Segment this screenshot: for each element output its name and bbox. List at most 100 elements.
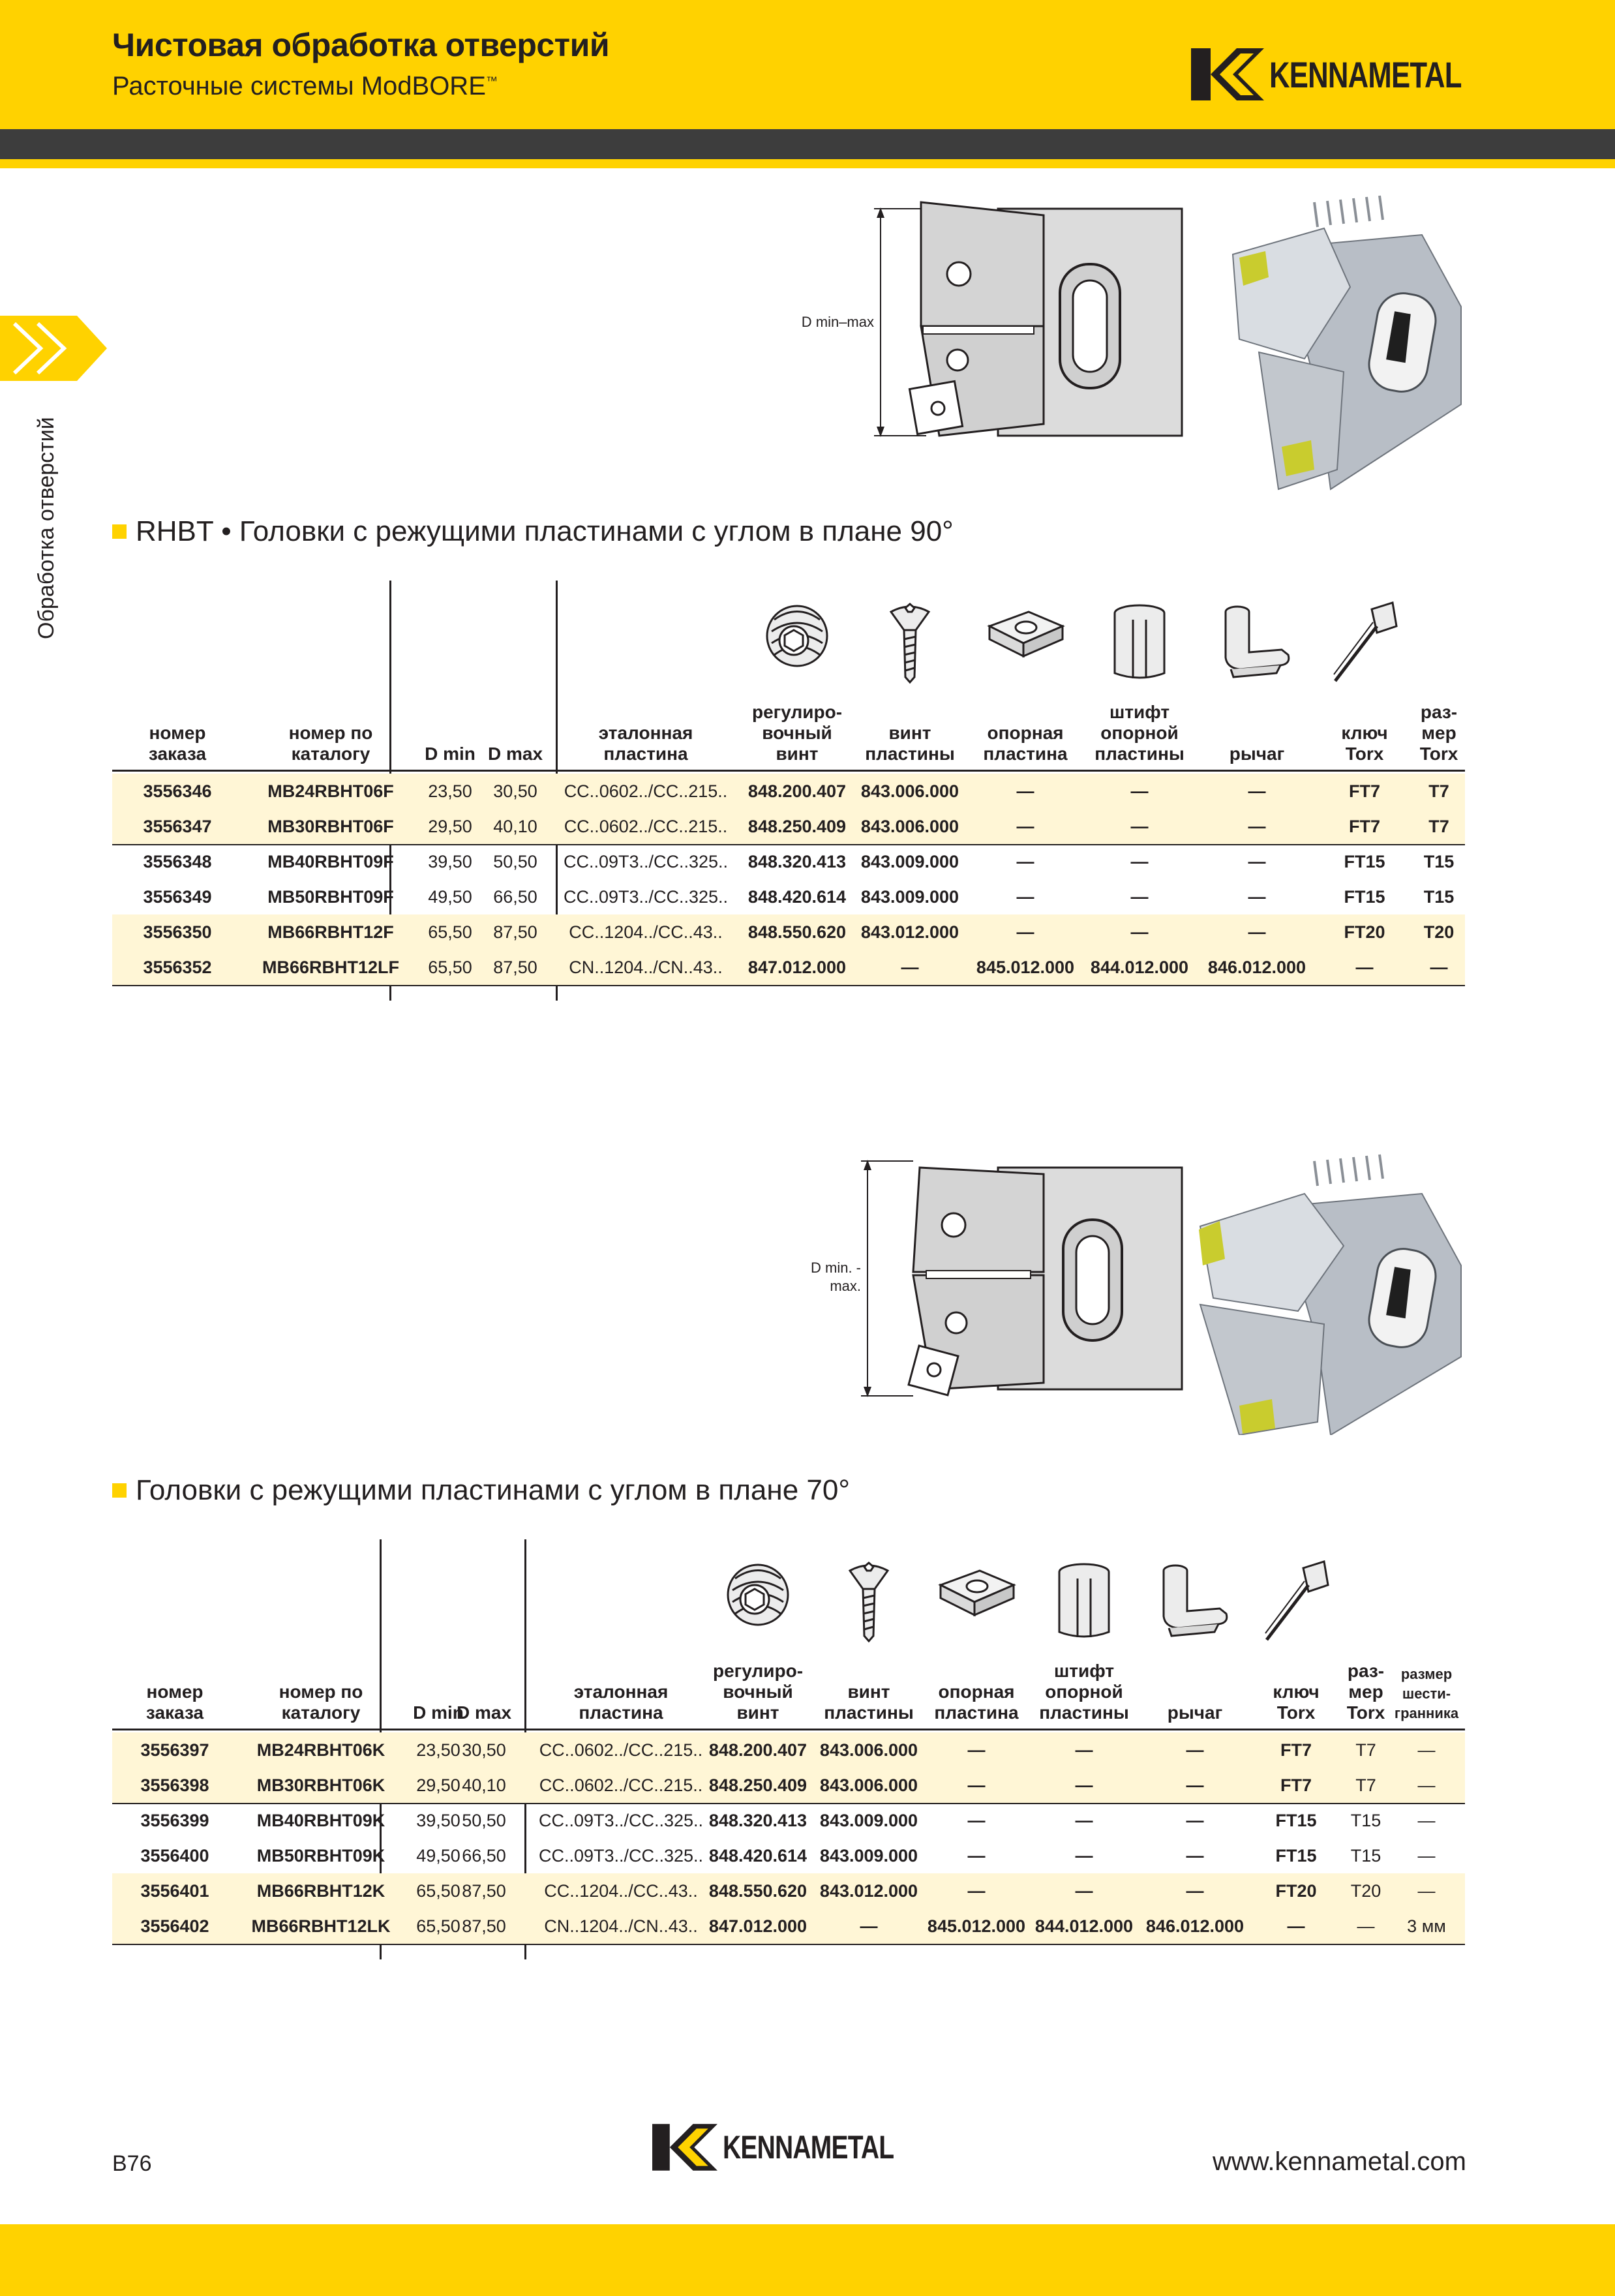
table-cell: — — [1130, 887, 1149, 907]
table-cell: — — [1016, 781, 1034, 801]
figure-70deg: D min. - max. — [783, 1148, 1474, 1435]
table-cell: 3556402 — [140, 1916, 209, 1936]
table-cell: 50,50 — [462, 1811, 506, 1830]
table-cell: — — [967, 1811, 986, 1830]
table-cell: — — [1417, 1811, 1436, 1830]
table-cell: — — [1186, 1740, 1204, 1760]
table-cell: 66,50 — [462, 1846, 506, 1865]
table-cell: FT15 — [1275, 1811, 1317, 1830]
table-cell: CC..0602../CC..215.. — [539, 1775, 703, 1795]
kennametal-k-icon — [1191, 48, 1264, 100]
row-highlight — [112, 950, 1465, 985]
table-cell: — — [1287, 1916, 1305, 1936]
table-cell: FT7 — [1280, 1775, 1312, 1795]
table-cell: — — [1248, 817, 1266, 836]
table-cell: MB24RBHT06K — [256, 1740, 385, 1760]
table-cell: 843.006.000 — [860, 817, 959, 836]
shim-pin-icon — [1051, 1559, 1117, 1647]
table-cell: 845.012.000 — [976, 958, 1075, 977]
torx-key-icon — [1260, 1559, 1332, 1647]
table-cell: — — [1075, 1811, 1093, 1830]
table-cell: 66,50 — [493, 887, 537, 907]
table-cell: — — [1417, 1846, 1436, 1865]
table-cell: 848.200.407 — [708, 1740, 808, 1760]
section-title: Головки с режущими пластинами с углом в … — [136, 1474, 850, 1506]
table-cell: CC..0602../CC..215.. — [564, 781, 728, 801]
table-cell: — — [1186, 1881, 1204, 1901]
table-cell: T20 — [1350, 1881, 1381, 1901]
set-screw-icon — [761, 600, 833, 675]
table-cell: 87,50 — [493, 958, 537, 977]
kennametal-k-icon — [652, 2124, 717, 2171]
table-cell: MB30RBHT06F — [267, 817, 394, 836]
table-cell: FT7 — [1280, 1740, 1312, 1760]
shim-icon — [983, 600, 1068, 669]
table-cell: T7 — [1428, 817, 1449, 836]
table-cell: — — [1186, 1811, 1204, 1830]
table-cell: 843.009.000 — [819, 1846, 918, 1865]
set-screw-icon — [722, 1559, 794, 1634]
table-cell: 3556350 — [143, 922, 212, 942]
dim-label: D min. - max. — [811, 1260, 861, 1294]
table-cell: 846.012.000 — [1207, 958, 1306, 977]
table-cell: — — [1186, 1846, 1204, 1865]
table-cell: T7 — [1355, 1775, 1376, 1795]
table-cell: MB50RBHT09K — [256, 1846, 385, 1865]
table-cell: 87,50 — [462, 1916, 506, 1936]
column-header-lever: рычаг — [1229, 744, 1285, 764]
table-cell: — — [860, 1916, 878, 1936]
table-cell: T15 — [1423, 887, 1455, 907]
table-cell: T15 — [1350, 1846, 1381, 1865]
table-cell: 845.012.000 — [927, 1916, 1026, 1936]
table-cell: 3556349 — [143, 887, 212, 907]
table-cell: 847.012.000 — [747, 958, 847, 977]
header-yellow-stripe — [0, 159, 1615, 168]
table-cell: 848.420.614 — [747, 887, 847, 907]
table-cell: — — [1186, 1775, 1204, 1795]
table-cell: 3556346 — [143, 781, 212, 801]
table-cell: 846.012.000 — [1145, 1916, 1245, 1936]
table-cell: 3556400 — [140, 1846, 209, 1865]
website-link[interactable]: www.kennametal.com — [1212, 2147, 1466, 2176]
table-cell: 3556397 — [140, 1740, 209, 1760]
table-cell: 848.320.413 — [747, 852, 847, 871]
table-cell: 3556348 — [143, 852, 212, 871]
column-header-dmax: D max — [456, 1702, 512, 1723]
table-cell: FT20 — [1275, 1881, 1317, 1901]
table-cell: 65,50 — [416, 1881, 460, 1901]
table-cell: MB66RBHT12LF — [262, 958, 400, 977]
table-cell: 3556398 — [140, 1775, 209, 1795]
table-cell: CC..09T3../CC..325.. — [538, 1811, 704, 1830]
table-cell: FT7 — [1348, 781, 1381, 801]
table-cell: 65,50 — [416, 1916, 460, 1936]
table-cell: 29,50 — [428, 817, 472, 836]
table-cell: — — [1075, 1775, 1093, 1795]
table-cell: T7 — [1355, 1740, 1376, 1760]
table-cell: 3556399 — [140, 1811, 209, 1830]
shim-pin-icon — [1107, 600, 1172, 688]
table-cell: — — [1417, 1881, 1436, 1901]
table-cell: 29,50 — [416, 1775, 460, 1795]
table-cell: 848.420.614 — [708, 1846, 808, 1865]
table-cell: 65,50 — [428, 922, 472, 942]
table-cell: — — [1016, 922, 1034, 942]
table-cell: 87,50 — [493, 922, 537, 942]
table-cell: — — [967, 1846, 986, 1865]
section-title: RHBT • Головки с режущими пластинами с у… — [136, 515, 954, 547]
table-cell: 3556352 — [143, 958, 212, 977]
